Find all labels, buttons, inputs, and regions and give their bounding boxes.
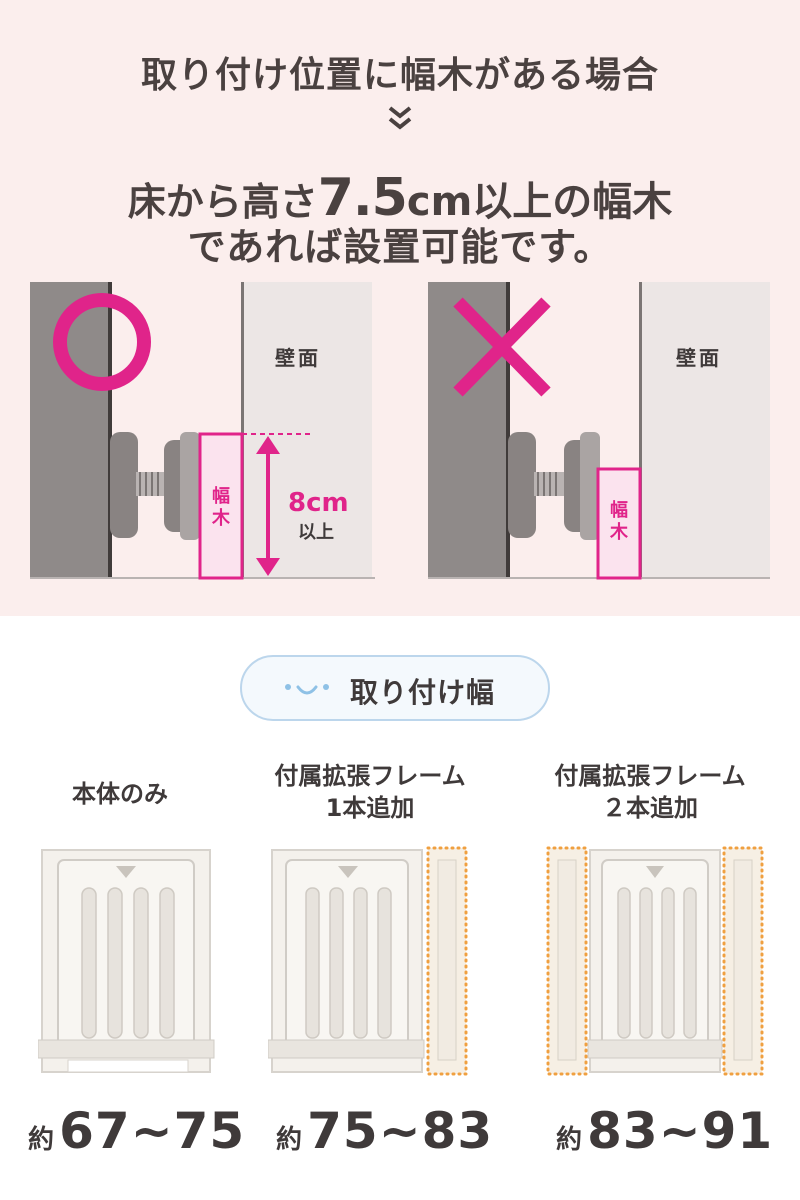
width-value: 83~91	[587, 1102, 774, 1160]
headline-prefix: 床から高さ	[127, 180, 318, 224]
option-title-line: 付属拡張フレーム	[274, 762, 466, 790]
smile-face-icon	[285, 684, 329, 695]
pressure-pad-left	[110, 432, 138, 538]
width-prefix: 約	[276, 1125, 303, 1155]
emphasis-rest: 以上の幅木	[472, 179, 673, 225]
wall	[242, 282, 372, 578]
width-range-two-frames: 約 83~91	[556, 1102, 773, 1160]
measure-value: 8cm	[288, 488, 349, 518]
cross-icon	[453, 297, 551, 397]
baseboard-label: 幅木	[610, 500, 628, 543]
emphasis-unit: cm	[406, 179, 473, 225]
headline-conclusion: であれば設置可能です。	[187, 225, 613, 269]
baseboard-label: 幅木	[212, 486, 230, 529]
option-title-line: 本体のみ	[72, 780, 168, 808]
pressure-pad-left	[508, 432, 536, 538]
gate-frame-post	[428, 282, 508, 578]
gate-body-only	[38, 849, 215, 1073]
width-range-body-only: 約 67~75	[28, 1102, 245, 1160]
width-range-one-frame: 約 75~83	[276, 1102, 493, 1160]
circle-icon	[53, 293, 151, 391]
option-title-two-frames: 付属拡張フレーム ２本追加	[530, 760, 770, 824]
section-title: 取り付け幅	[350, 676, 496, 709]
headline-emphasis: 7.5cm以上の幅木	[313, 168, 683, 228]
option-title-line: 1本追加	[325, 794, 415, 822]
option-title-body-only: 本体のみ	[20, 778, 220, 810]
width-value: 67~75	[59, 1102, 246, 1160]
baseboard	[596, 467, 642, 580]
wall	[640, 282, 770, 578]
width-prefix: 約	[556, 1125, 583, 1155]
measure-suffix: 以上	[298, 522, 334, 543]
option-title-line: ２本追加	[602, 794, 698, 822]
diagram-ok	[30, 282, 375, 580]
section-title-pill: 取り付け幅	[240, 655, 550, 721]
gate-two-extensions	[546, 846, 764, 1076]
option-title-line: 付属拡張フレーム	[554, 762, 746, 790]
baseboard	[198, 432, 244, 580]
option-title-one-frame: 付属拡張フレーム 1本追加	[250, 760, 490, 824]
double-chevron-down-icon	[388, 106, 412, 130]
emphasis-number: 7.5	[317, 168, 408, 228]
width-value: 75~83	[307, 1102, 494, 1160]
wall-label: 壁面	[275, 346, 321, 370]
gate-one-extension	[268, 846, 468, 1076]
width-prefix: 約	[28, 1125, 55, 1155]
diagram-ng	[428, 282, 770, 580]
gate-frame-post	[30, 282, 110, 578]
headline-condition: 取り付け位置に幅木がある場合	[140, 55, 659, 96]
wall-label: 壁面	[676, 346, 722, 370]
